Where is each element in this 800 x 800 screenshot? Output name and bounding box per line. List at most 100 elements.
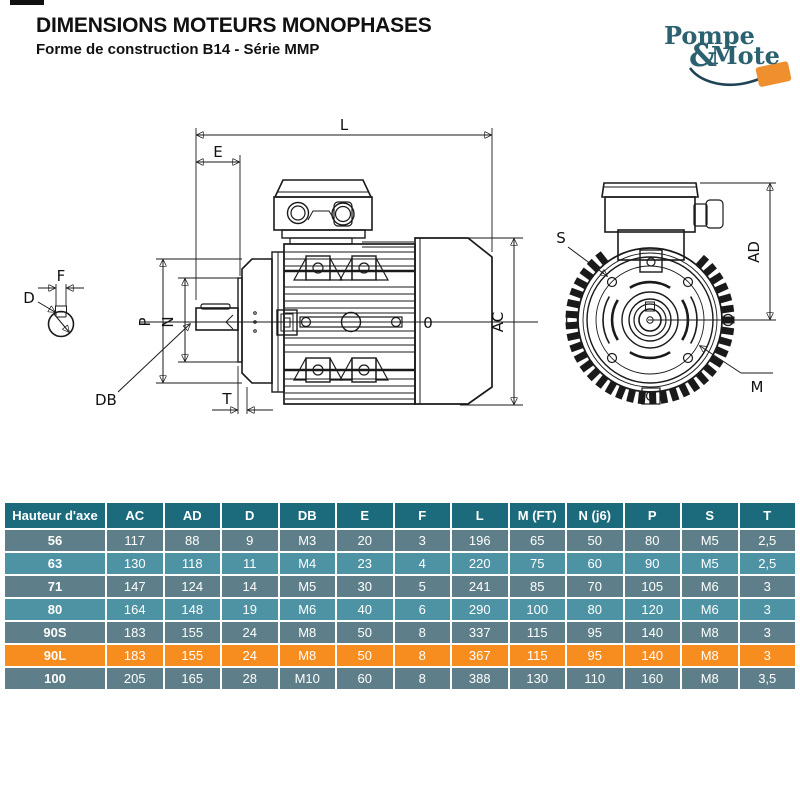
- dimension-cell: 2,5: [739, 530, 795, 551]
- dim-label-n: N: [159, 316, 177, 327]
- dimension-cell: 9: [222, 530, 278, 551]
- page-header: DIMENSIONS MOTEURS MONOPHASES Forme de c…: [36, 14, 432, 58]
- dimension-cell: 24: [222, 622, 278, 643]
- dimension-cell: 8: [394, 645, 450, 666]
- dimension-cell: 183: [107, 645, 163, 666]
- dimension-cell: 110: [567, 668, 623, 689]
- dimension-cell: 6: [394, 599, 450, 620]
- dimension-cell: 4: [394, 553, 450, 574]
- dimension-cell: 3: [739, 599, 795, 620]
- logo-word2: Mote: [711, 41, 780, 70]
- dimension-cell: 80: [624, 530, 680, 551]
- cowl-drain-mark: 0: [423, 314, 433, 332]
- col-header: F: [394, 503, 450, 528]
- dimension-cell: 3,5: [739, 668, 795, 689]
- dimension-cell: M6: [279, 599, 335, 620]
- dimension-cell: 196: [452, 530, 508, 551]
- axis-height-cell: 90L: [5, 645, 105, 666]
- dimension-cell: 50: [337, 645, 393, 666]
- dimension-cell: 65: [509, 530, 565, 551]
- col-header: L: [452, 503, 508, 528]
- col-header: P: [624, 503, 680, 528]
- dimension-cell: 105: [624, 576, 680, 597]
- cooling-ribs: [565, 251, 735, 405]
- dimension-cell: M6: [682, 599, 738, 620]
- dim-label-m: M: [751, 378, 764, 396]
- col-header: S: [682, 503, 738, 528]
- dimension-cell: M8: [682, 622, 738, 643]
- dimension-cell: M5: [279, 576, 335, 597]
- dim-label-f: F: [57, 267, 66, 285]
- flange-hole: [682, 276, 694, 288]
- dimension-cell: M8: [279, 622, 335, 643]
- dimension-cell: 115: [509, 622, 565, 643]
- dimension-cell: 220: [452, 553, 508, 574]
- dim-label-e: E: [213, 143, 222, 161]
- cable-gland: [705, 199, 724, 229]
- dimension-cell: 160: [624, 668, 680, 689]
- page-crop-mark: [10, 0, 44, 5]
- dimension-cell: 147: [107, 576, 163, 597]
- dimension-cell: 3: [739, 645, 795, 666]
- technical-drawing: L E P N AC T DB D F S AD M 0: [23, 116, 776, 414]
- dim-label-ac: AC: [489, 312, 507, 332]
- col-header: DB: [279, 503, 335, 528]
- flange-hole: [606, 352, 618, 364]
- dimension-cell: 30: [337, 576, 393, 597]
- dimension-cell: 3: [739, 622, 795, 643]
- dimension-cell: 40: [337, 599, 393, 620]
- dimension-cell: M6: [682, 576, 738, 597]
- dimension-cell: 50: [567, 530, 623, 551]
- col-header: AC: [107, 503, 163, 528]
- dimension-cell: 14: [222, 576, 278, 597]
- page-subtitle: Forme de construction B14 - Série MMP: [36, 41, 320, 58]
- col-header: D: [222, 503, 278, 528]
- dim-label-d: D: [23, 289, 35, 307]
- cable-gland: [693, 203, 708, 227]
- col-header: M (FT): [509, 503, 565, 528]
- dimension-cell: 337: [452, 622, 508, 643]
- dimension-cell: 5: [394, 576, 450, 597]
- dimension-cell: 88: [164, 530, 220, 551]
- dimension-cell: M10: [279, 668, 335, 689]
- dimension-cell: 124: [164, 576, 220, 597]
- axis-height-cell: 63: [5, 553, 105, 574]
- dimension-cell: 205: [107, 668, 163, 689]
- dimension-cell: M5: [682, 553, 738, 574]
- dimension-cell: 23: [337, 553, 393, 574]
- dimension-cell: 2,5: [739, 553, 795, 574]
- dim-label-l: L: [340, 116, 349, 134]
- dimension-cell: M8: [279, 645, 335, 666]
- dimension-cell: 241: [452, 576, 508, 597]
- dimension-cell: 70: [567, 576, 623, 597]
- dimension-cell: 140: [624, 622, 680, 643]
- dimension-cell: 117: [107, 530, 163, 551]
- dimension-cell: 148: [164, 599, 220, 620]
- axis-height-cell: 90S: [5, 622, 105, 643]
- dimension-cell: 130: [107, 553, 163, 574]
- dimension-cell: 118: [164, 553, 220, 574]
- dimension-cell: 3: [394, 530, 450, 551]
- dimension-cell: 95: [567, 645, 623, 666]
- dimension-cell: 183: [107, 622, 163, 643]
- dimension-cell: 80: [567, 599, 623, 620]
- dim-label-p: P: [136, 317, 154, 326]
- dimension-cell: M8: [682, 645, 738, 666]
- dimension-cell: 19: [222, 599, 278, 620]
- shaft-keyway: [645, 301, 655, 312]
- front-view: [565, 182, 776, 405]
- dimension-cell: 100: [509, 599, 565, 620]
- flange-hole: [682, 352, 694, 364]
- dimension-cell: 90: [624, 553, 680, 574]
- dimension-cell: 130: [509, 668, 565, 689]
- shaft-section-detail: [37, 284, 84, 338]
- dimension-cell: 155: [164, 622, 220, 643]
- col-header: T: [739, 503, 795, 528]
- dimension-cell: M3: [279, 530, 335, 551]
